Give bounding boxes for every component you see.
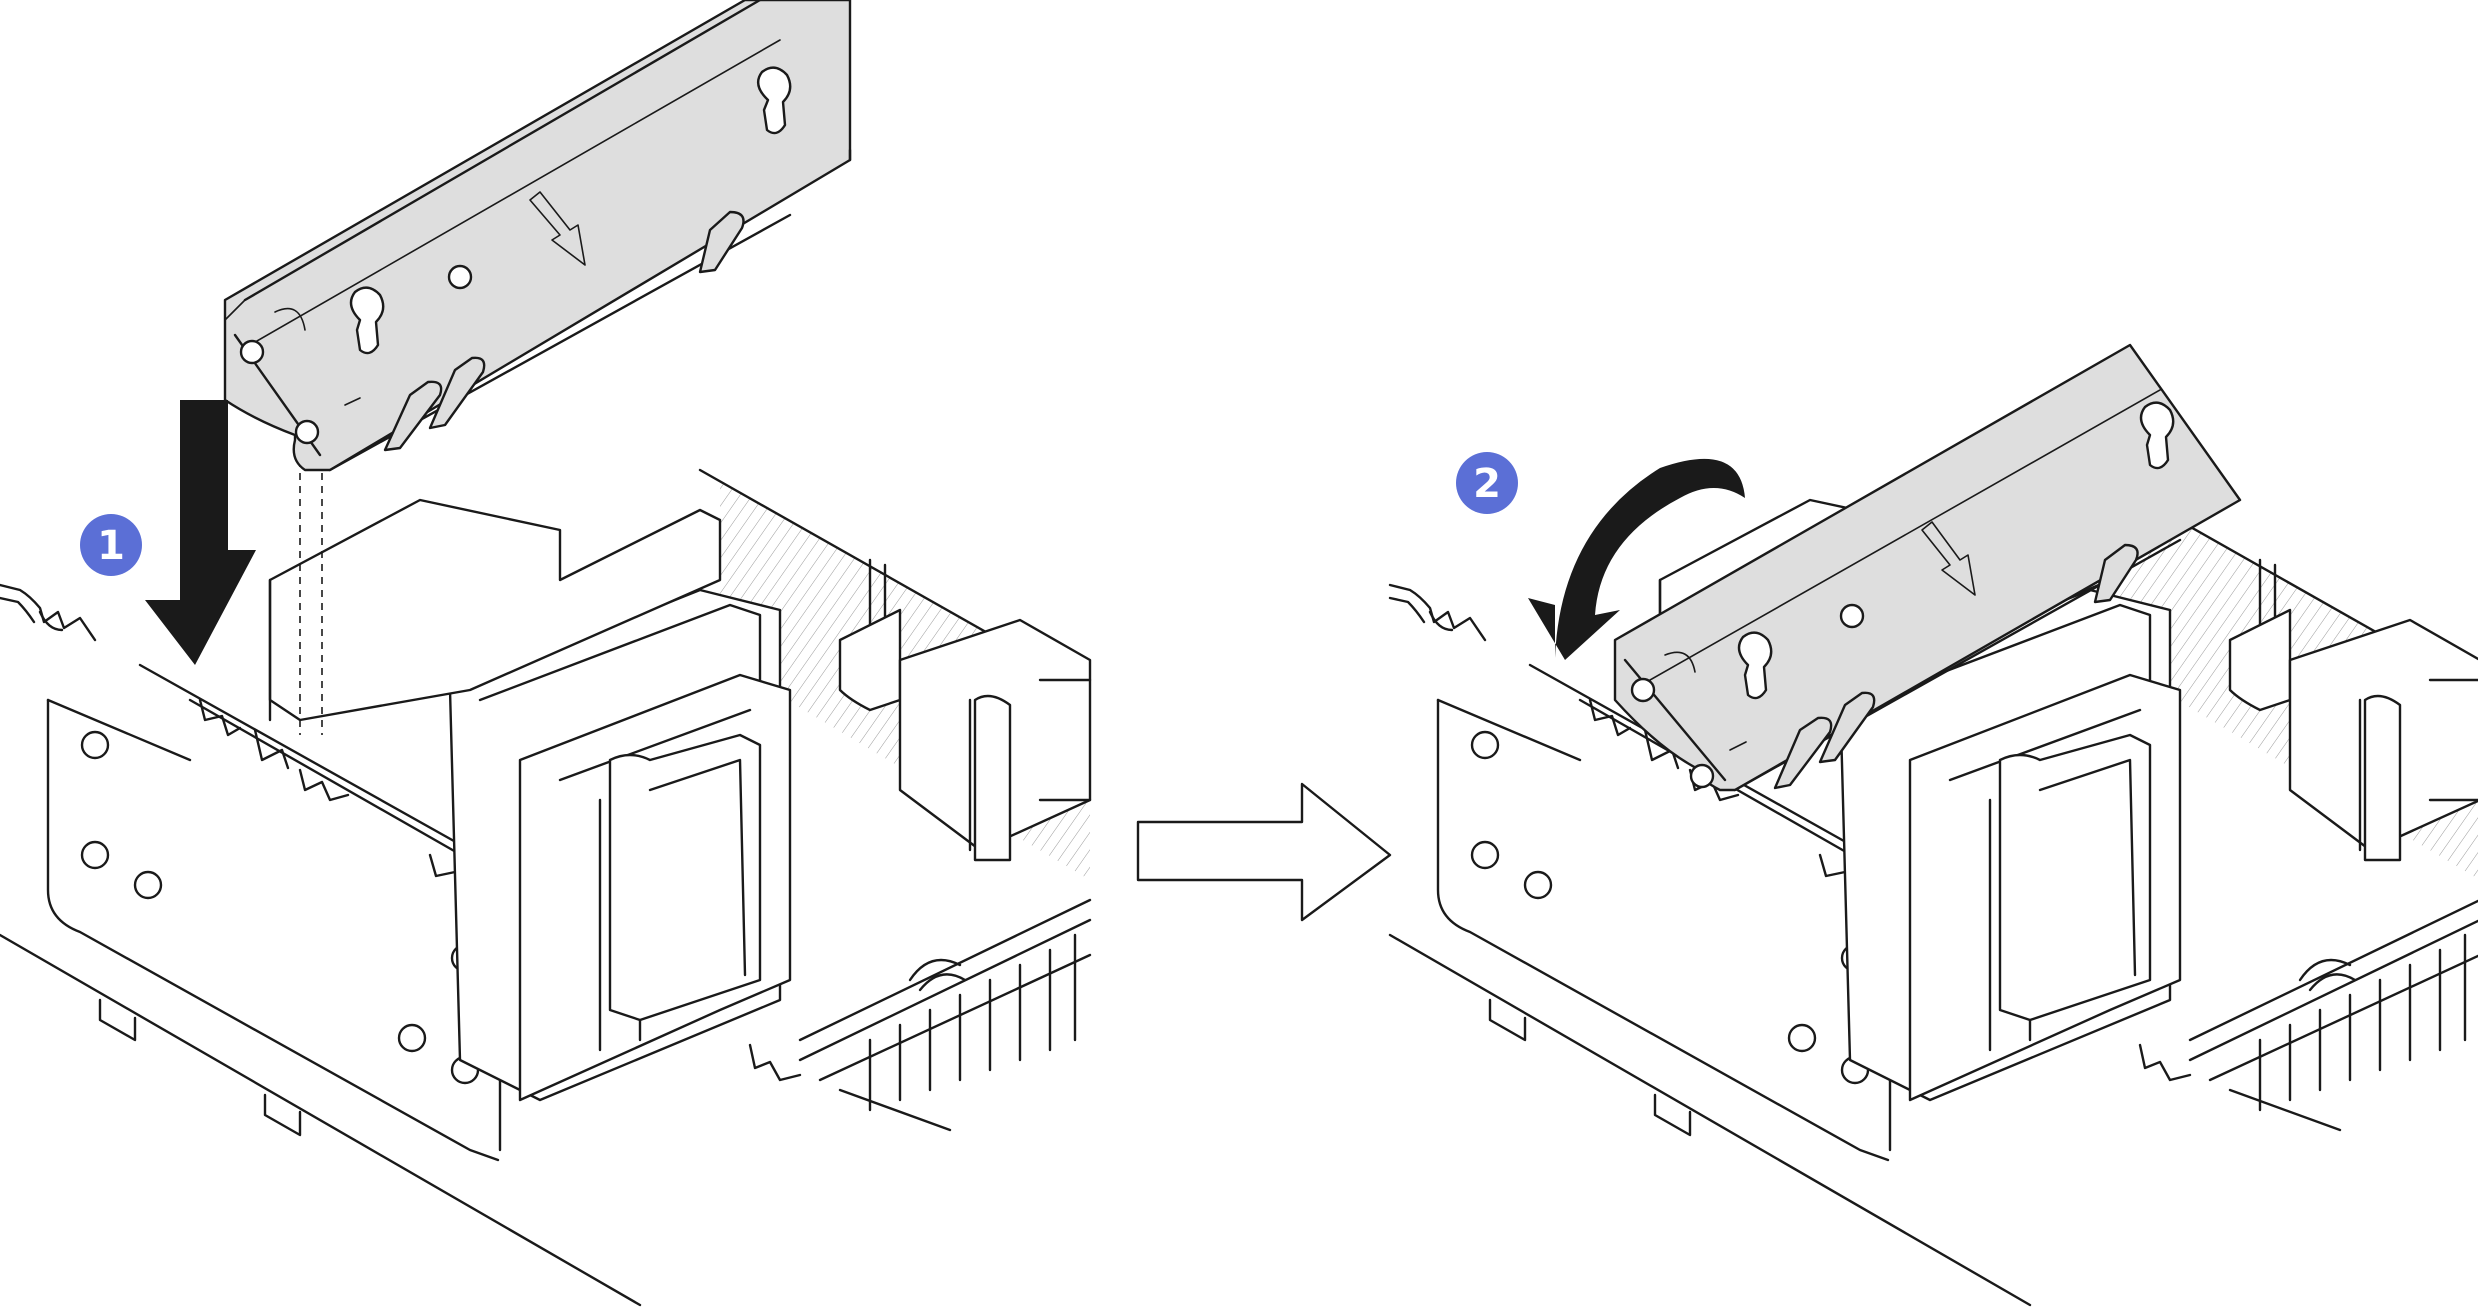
- step-2-scene: 2: [1388, 343, 2478, 1307]
- air-baffle-part: [223, 0, 852, 472]
- keyhole-slot-icon: [2139, 401, 2175, 470]
- keyhole-slot-icon: [349, 286, 385, 355]
- step-1-scene: 1: [0, 0, 1092, 1307]
- transition-arrow-icon: [1136, 782, 1392, 922]
- down-arrow-icon: [145, 400, 256, 665]
- down-arrow-icon: [529, 191, 586, 266]
- keyhole-slot-icon: [1737, 631, 1773, 700]
- air-baffle-part: [1613, 343, 2242, 792]
- step-1-number: 1: [97, 523, 125, 569]
- keyhole-slot-icon: [756, 66, 792, 135]
- rotate-arrow-icon: [1528, 458, 1745, 660]
- step-2-badge: 2: [1456, 452, 1518, 514]
- step-1-badge: 1: [80, 514, 142, 576]
- step-2-number: 2: [1473, 461, 1501, 507]
- down-arrow-icon: [1921, 521, 1976, 596]
